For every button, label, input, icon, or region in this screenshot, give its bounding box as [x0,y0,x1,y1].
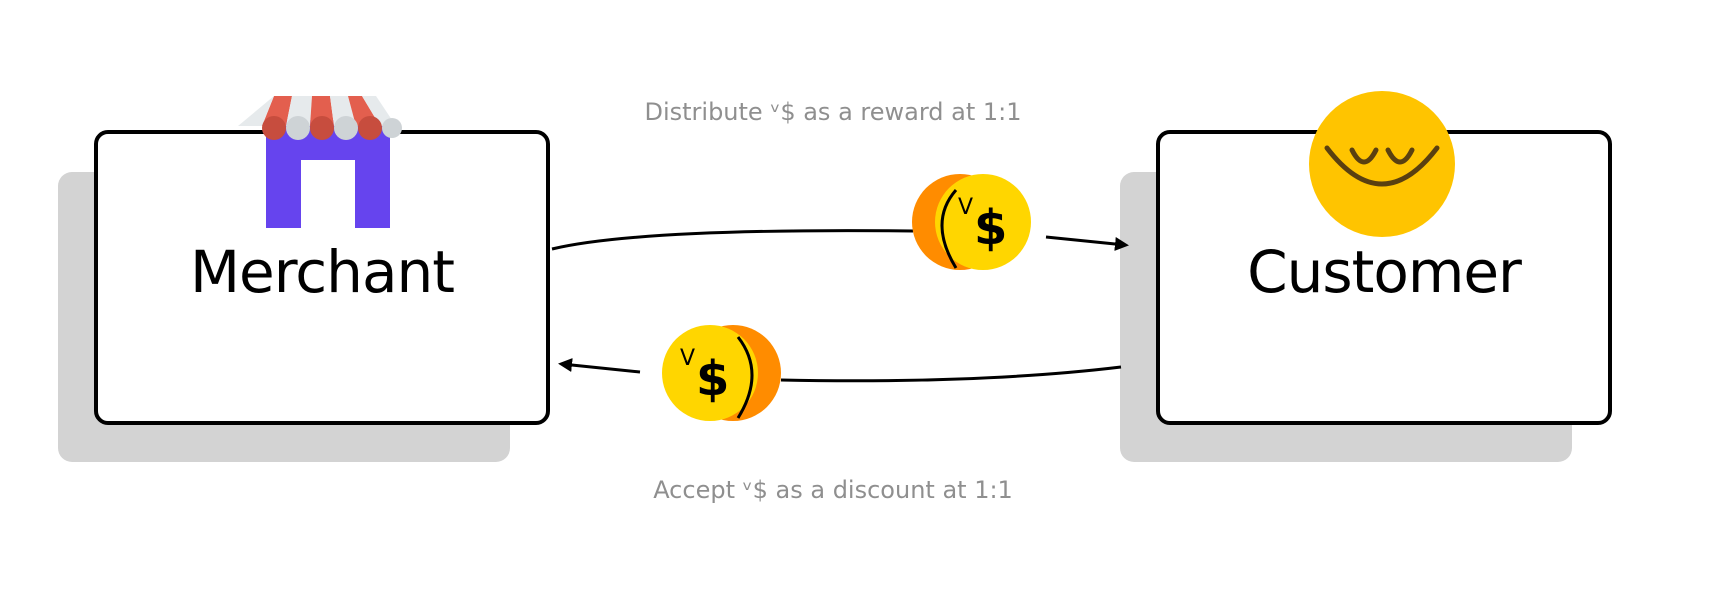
discount-flow-arrow [558,358,1122,383]
discount-flow-label: Accept ᵛ$ as a discount at 1:1 [653,476,1013,504]
merchant-title: Merchant [190,238,455,306]
reward-flow-label: Distribute ᵛ$ as a reward at 1:1 [644,98,1022,126]
discount-coin-icon: V $ [662,325,781,421]
reward-flow-arrow [551,229,1129,251]
customer-title: Customer [1247,238,1522,306]
smiley-face-icon [1309,91,1455,237]
store-icon [238,96,402,230]
reward-coin-icon: V $ [912,174,1031,270]
coin-main-text: $ [974,200,1007,256]
coin-sup-text: V [958,195,973,220]
coin-main-text: $ [696,351,729,407]
coin-sup-text: V [680,346,695,371]
